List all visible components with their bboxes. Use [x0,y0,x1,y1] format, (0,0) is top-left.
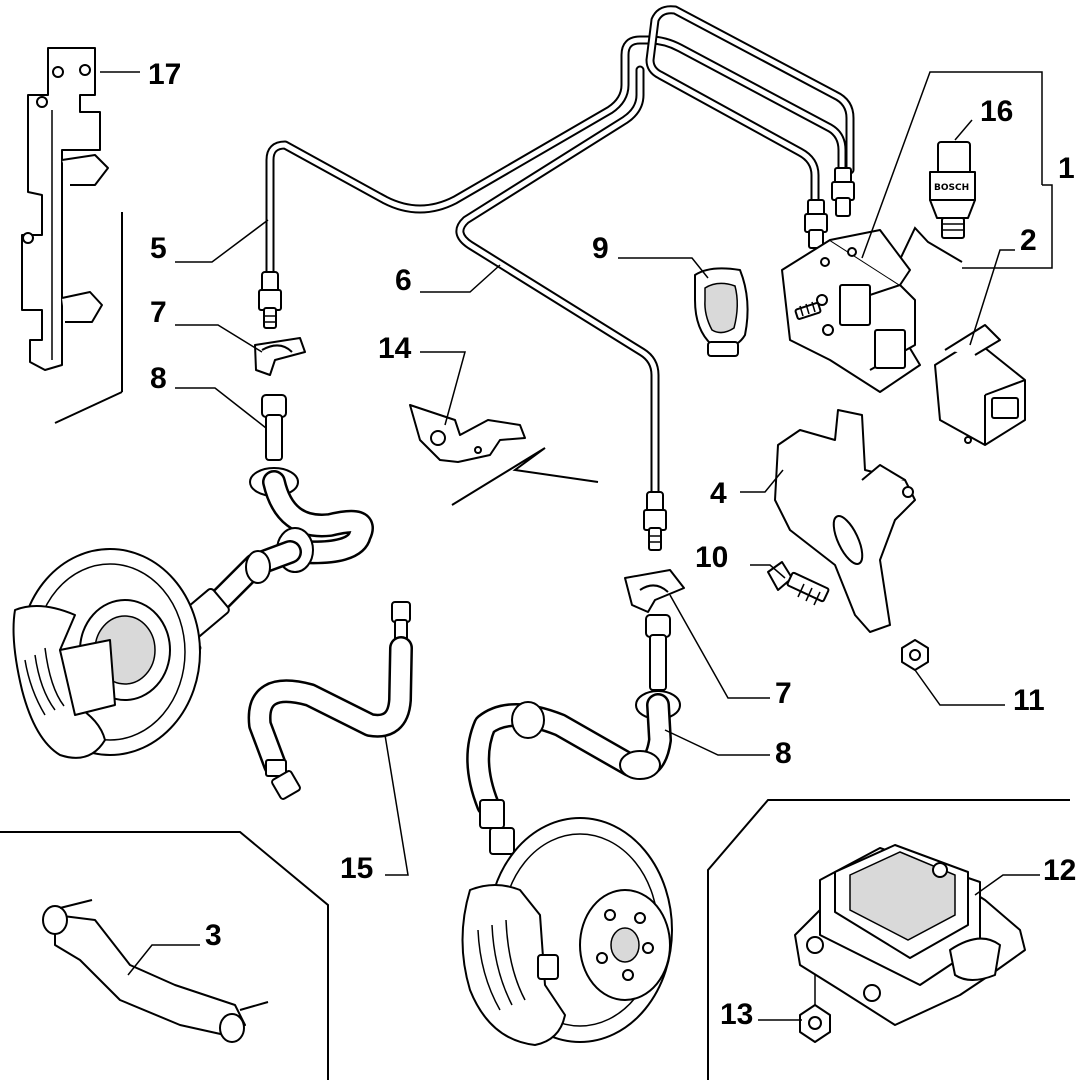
callout-9: 9 [592,232,609,265]
callout-15: 15 [340,852,373,885]
rear-brake-hose [247,601,413,800]
fitting-top-1 [804,199,828,249]
hose-clip-left [254,337,306,376]
leader-lines [100,71,1053,1021]
sensor-brand-text: BOSCH [934,183,969,193]
callout-1: 1 [1058,152,1075,185]
front-right-brake-assembly [461,817,673,1046]
callout-16: 16 [980,95,1013,128]
pressure-sensor: BOSCH [929,141,976,239]
fitting-center [643,491,667,551]
callout-2: 2 [1020,224,1037,257]
hex-nut-11 [901,639,929,671]
callout-7-center: 7 [775,677,792,710]
callout-8-center: 8 [775,737,792,770]
mounting-bracket [42,899,269,1043]
front-left-brake-hose [168,394,374,661]
callout-5: 5 [150,232,167,265]
fitting-top-2 [831,167,855,217]
pipe-fittings [258,167,855,551]
pipe-support-strip [21,47,109,371]
panel-dividers [0,212,1070,1080]
callout-3: 3 [205,919,222,952]
abs-relay [934,324,1026,446]
small-bracket [409,404,526,463]
brake-pipes [265,5,855,500]
callout-labels: 17 16 1 2 5 6 9 7 14 8 4 10 7 11 8 15 12… [148,58,1076,1031]
callout-17: 17 [148,58,181,91]
fitting-left [258,271,282,329]
hex-nut-13 [799,1004,831,1043]
callout-7-left: 7 [150,296,167,329]
callout-14: 14 [378,332,412,365]
grommet [694,267,749,357]
callout-8-left: 8 [150,362,167,395]
mounting-bolt [767,561,830,606]
callout-12: 12 [1043,854,1076,887]
callout-11: 11 [1013,684,1045,717]
callout-4: 4 [710,477,727,510]
callout-13: 13 [720,998,753,1031]
callout-6: 6 [395,264,412,297]
front-left-brake-assembly [12,548,201,759]
hose-clip-center [624,569,685,613]
callout-10: 10 [695,541,728,574]
abs-hydraulic-unit [781,229,921,393]
yaw-rate-sensor [794,844,1026,1026]
abs-support-bracket [774,409,916,633]
front-right-brake-hose [466,614,681,855]
